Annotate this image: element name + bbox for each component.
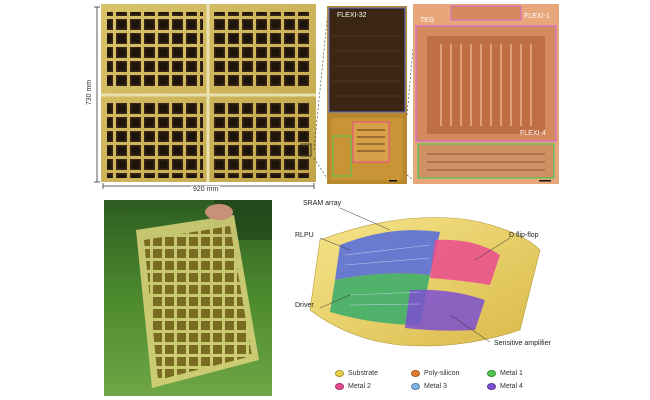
- legend-item: Substrate: [335, 370, 397, 377]
- zoom-lines-1: [313, 9, 329, 181]
- legend-swatch-icon: [335, 383, 344, 390]
- legend-item: Metal 3: [411, 383, 473, 390]
- legend-swatch-icon: [487, 370, 496, 377]
- flexible-chip-diagram: [309, 207, 541, 347]
- flexi4-label: FLEXI-4: [520, 130, 546, 137]
- legend-item: Metal 4: [487, 383, 523, 390]
- height-label: 730 mm: [86, 79, 94, 106]
- flexi32-label: FLEXI-32: [337, 12, 367, 19]
- legend-swatch-icon: [335, 370, 344, 377]
- wafer-image: [101, 4, 316, 182]
- legend-item: Poly-silicon: [411, 370, 473, 377]
- legend-swatch-icon: [487, 383, 496, 390]
- flexi32-die-image: [327, 6, 407, 184]
- driver-label: Driver: [295, 302, 314, 309]
- teg-label: TEG: [420, 17, 435, 24]
- flexible-wafer-photo: [104, 200, 272, 396]
- sense-label: Sensitive amplifier: [494, 340, 551, 347]
- flexi1-label: FLEXI-1: [524, 13, 550, 20]
- legend-item: Metal 1: [487, 370, 523, 377]
- width-label: 920 mm: [191, 186, 221, 193]
- dff-label: D flip-flop: [509, 232, 539, 239]
- rlpu-label: RLPU: [295, 232, 314, 239]
- flexi1-die-image: [413, 4, 559, 184]
- sram-label: SRAM array: [303, 200, 342, 207]
- legend-item: Metal 2: [335, 383, 397, 390]
- height-dimension-line: [94, 6, 100, 183]
- wafer-panel: 730 mm 920 mm: [86, 2, 319, 193]
- legend-swatch-icon: [411, 370, 420, 377]
- layer-legend: Substrate Poly-silicon Metal 1 Metal 2 M…: [335, 370, 565, 390]
- legend-swatch-icon: [411, 383, 420, 390]
